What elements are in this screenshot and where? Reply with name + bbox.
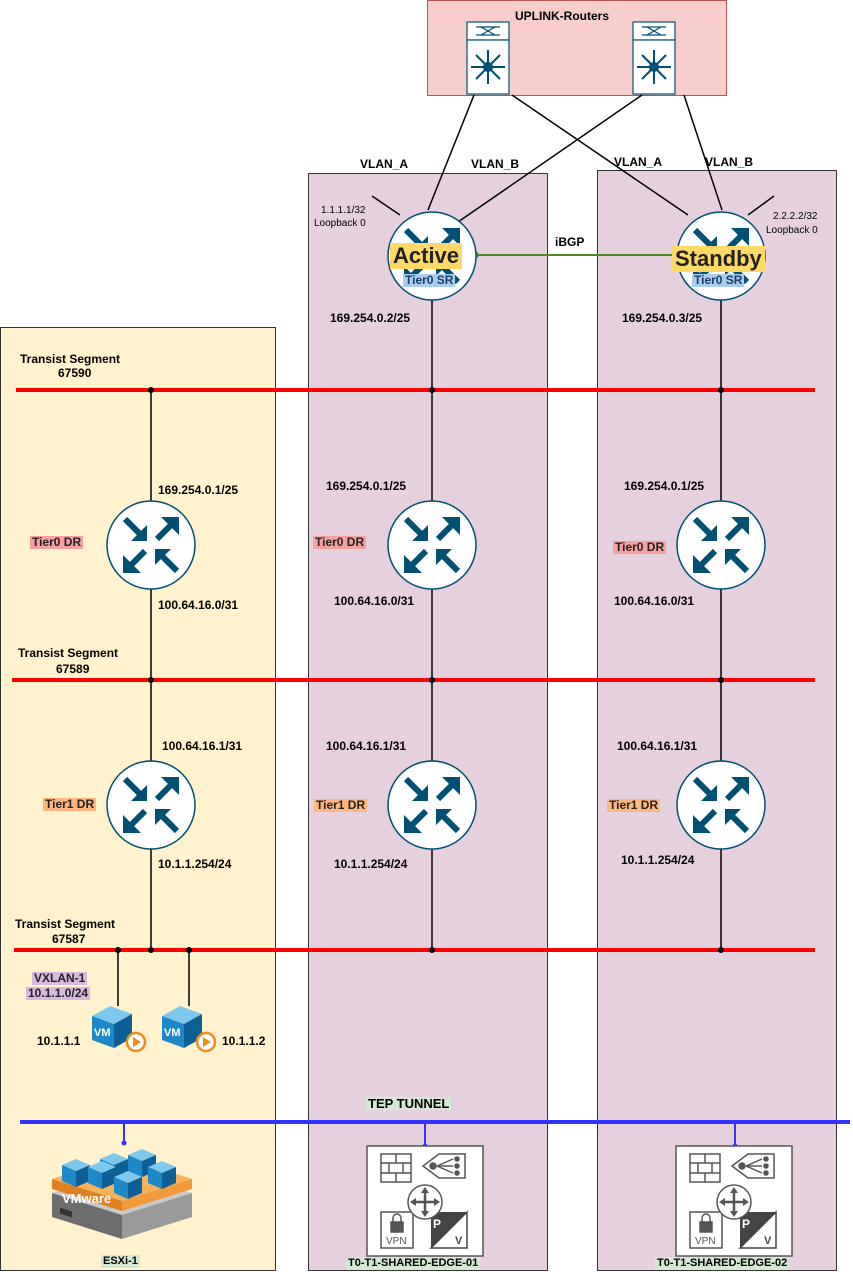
edge2-vlan-b-label: VLAN_B [705,155,754,169]
edge2-tier0-dr-icon[interactable] [677,501,765,589]
edge2-name: T0-T1-SHARED-EDGE-02 [655,1257,790,1270]
edge1-sr-label: Tier0 SR [403,273,456,287]
edge1-name: T0-T1-SHARED-EDGE-01 [346,1257,481,1270]
edge1-tier1-dr-icon[interactable] [388,761,476,849]
uplink-link [457,94,643,223]
esxi-tier1-dr-icon[interactable] [107,761,195,849]
svg-text:VPN: VPN [695,1236,716,1247]
segment-67590-name: Transist Segment [20,352,121,366]
edge1-t0dr-label: Tier0 DR [313,535,367,549]
edge1-t1dr-ip-top: 100.64.16.1/31 [326,739,407,753]
edge2-sr-label: Tier0 SR [692,273,745,287]
esxi-t1dr-label: Tier1 DR [43,797,97,811]
edge1-t0dr-ip-bottom: 100.64.16.0/31 [334,594,415,608]
edge2-t1dr-ip-top: 100.64.16.1/31 [617,739,698,753]
ibgp-label: iBGP [555,235,585,249]
edge2-t0dr-label: Tier0 DR [613,540,667,554]
svg-text:VM: VM [94,1027,111,1039]
loopback-stub [371,195,401,216]
edge1-vlan-b-label: VLAN_B [471,157,520,171]
vxlan-network: 10.1.1.0/24 [26,986,91,1000]
edge2-sr-ip: 169.254.0.3/25 [622,311,703,325]
esxi-t0dr-ip-top: 169.254.0.1/25 [158,483,239,497]
vm2-icon[interactable]: VM [160,1004,217,1053]
edge1-loopback-name: Loopback 0 [314,218,366,229]
vm2-ip: 10.1.1.2 [222,1034,266,1048]
esxi-host-icon[interactable]: VMware [52,1149,192,1239]
edge1-tier0-dr-icon[interactable] [388,501,476,589]
segment-67587-name: Transist Segment [15,917,116,931]
segment-67589-name: Transist Segment [18,646,119,660]
edge1-node-icon[interactable]: VPN P V [365,1144,485,1258]
svg-text:VPN: VPN [386,1236,407,1247]
segment-67587-id: 67587 [52,932,86,946]
edge1-sr-ip: 169.254.0.2/25 [330,311,411,325]
svg-text:V: V [764,1235,772,1247]
esxi-tier0-dr-icon[interactable] [107,501,195,589]
edge2-node-icon[interactable]: VPN P V [674,1144,794,1258]
esxi-t0dr-ip-bottom: 100.64.16.0/31 [158,598,239,612]
esxi-t1dr-ip-bottom: 10.1.1.254/24 [158,857,232,871]
uplink-router-2-icon[interactable] [632,21,676,95]
edge2-t1dr-label: Tier1 DR [607,798,661,812]
svg-text:V: V [455,1235,463,1247]
edge1-t1dr-label: Tier1 DR [314,798,368,812]
edge1-vlan-a-label: VLAN_A [360,157,409,171]
vxlan-name: VXLAN-1 [32,971,88,985]
svg-text:P: P [433,1217,441,1231]
edge2-loopback-ip: 2.2.2.2/32 [773,211,818,222]
edge2-state-badge: Standby [672,246,765,272]
edge2-tier1-dr-icon[interactable] [677,761,765,849]
esxi-host-name: ESXi-1 [101,1255,140,1268]
tep-tunnel-label: TEP TUNNEL [366,1096,452,1111]
edge2-t1dr-ip-bottom: 10.1.1.254/24 [621,853,695,867]
uplink-link [683,94,723,211]
segment-67590-id: 67590 [58,366,92,380]
vm1-ip: 10.1.1.1 [37,1034,81,1048]
edge2-loopback-name: Loopback 0 [766,225,818,236]
uplink-link [511,94,689,216]
edge1-t1dr-ip-bottom: 10.1.1.254/24 [334,857,408,871]
loopback-stub [747,195,775,216]
edge1-panel [308,173,548,1271]
edge2-vlan-a-label: VLAN_A [614,155,663,169]
uplink-title: UPLINK-Routers [515,9,610,23]
edge2-t0dr-ip-top: 169.254.0.1/25 [624,479,705,493]
segment-67589-id: 67589 [56,662,90,676]
svg-text:P: P [742,1217,750,1231]
esxi-t1dr-ip-top: 100.64.16.1/31 [162,739,243,753]
edge1-state-badge: Active [390,243,463,269]
esxi-t0dr-label: Tier0 DR [30,535,84,549]
uplink-link [427,94,475,211]
uplink-router-1-icon[interactable] [466,21,510,95]
edge2-t0dr-ip-bottom: 100.64.16.0/31 [614,594,695,608]
edge2-panel [597,170,837,1271]
vm1-icon[interactable]: VM [90,1004,147,1053]
svg-text:VMware: VMware [62,1191,111,1206]
edge1-loopback-ip: 1.1.1.1/32 [321,205,366,216]
svg-text:VM: VM [164,1027,181,1039]
edge1-t0dr-ip-top: 169.254.0.1/25 [326,479,407,493]
